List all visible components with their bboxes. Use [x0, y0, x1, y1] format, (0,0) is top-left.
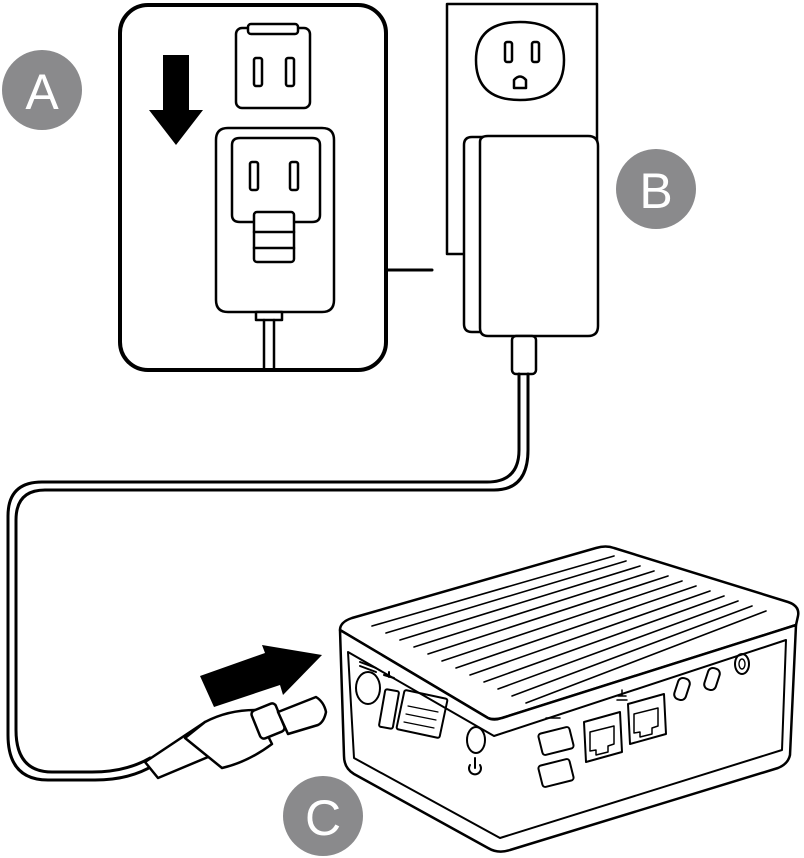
power-adapter-icon — [214, 126, 336, 370]
usb-icon — [378, 671, 400, 730]
power-icon — [466, 726, 486, 776]
display-ports — [673, 653, 750, 702]
usb3-ports — [537, 717, 575, 788]
step-label-c: C — [305, 790, 341, 846]
mini-pc-icon — [338, 545, 800, 853]
dc-jack — [355, 661, 381, 705]
step-label-b: B — [639, 163, 672, 219]
down-arrow-icon — [149, 55, 203, 145]
dc-plug-icon — [143, 695, 328, 780]
inset-panel-a — [118, 3, 434, 372]
step-label-a: A — [25, 64, 59, 120]
right-arrow-icon — [200, 645, 322, 707]
plug-clip-icon — [234, 22, 312, 110]
wall-outlet-icon — [474, 20, 566, 102]
step-badge-b: B — [616, 149, 696, 229]
step-badge-c: C — [283, 776, 363, 856]
ethernet-icon — [583, 689, 667, 763]
badge-circle-c — [283, 776, 363, 856]
badge-circle-b — [616, 149, 696, 229]
adapter-in-wall — [462, 134, 600, 376]
step-badge-a: A — [2, 50, 82, 130]
power-cable — [6, 372, 530, 782]
badge-circle-a — [2, 50, 82, 130]
